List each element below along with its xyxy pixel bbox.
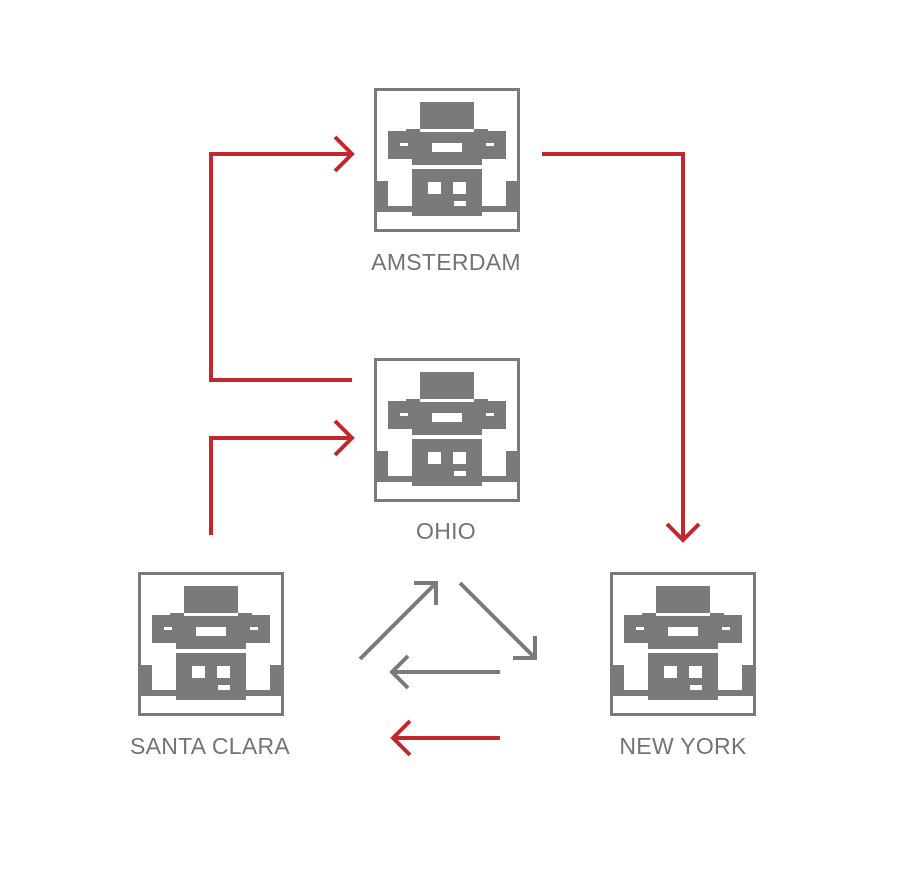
triangular-cycle-arrows-icon — [358, 581, 537, 690]
node-santa-clara: SANTA CLARA — [130, 572, 290, 759]
node-label: OHIO — [416, 518, 476, 544]
node-label: AMSTERDAM — [371, 249, 521, 275]
datacenter-building-icon — [138, 572, 284, 716]
edge-santa-clara-to-ohio — [209, 419, 355, 535]
datacenter-building-icon — [610, 572, 756, 716]
replication-arrows — [209, 135, 701, 757]
node-new-york: NEW YORK — [610, 572, 756, 759]
datacenter-building-icon — [374, 358, 520, 502]
node-label: SANTA CLARA — [130, 733, 290, 759]
datacenter-building-icon — [374, 88, 520, 232]
node-label: NEW YORK — [619, 733, 747, 759]
edge-new-york-to-santa-clara — [390, 719, 500, 757]
edge-ohio-to-amsterdam — [209, 135, 355, 382]
node-amsterdam: AMSTERDAM — [371, 88, 521, 275]
node-ohio: OHIO — [374, 358, 520, 544]
edge-amsterdam-to-new-york — [542, 152, 701, 543]
